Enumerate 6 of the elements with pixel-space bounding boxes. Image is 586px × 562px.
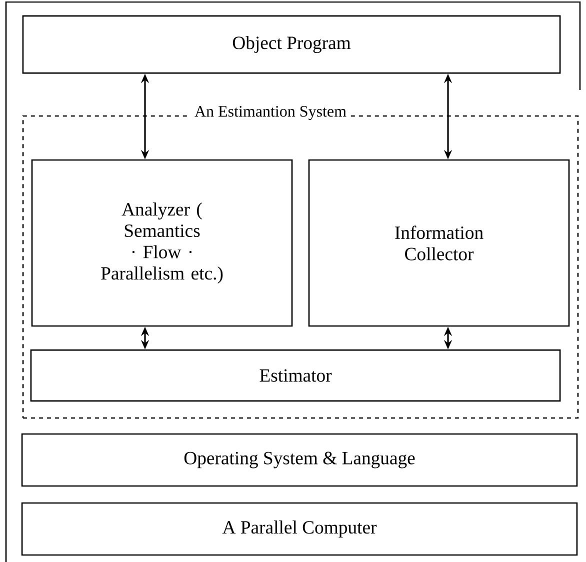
layer-box: A Parallel Computer bbox=[21, 502, 578, 556]
layer-box: Operating System & Language bbox=[21, 433, 578, 487]
estimator-box: Estimator bbox=[30, 349, 561, 402]
analyzer-box: Analyzer ( Semantics · Flow · Parallelism etc.) bbox=[31, 159, 293, 327]
program-box: Object Program bbox=[22, 15, 561, 74]
collector-box: Information Collector bbox=[308, 159, 570, 327]
